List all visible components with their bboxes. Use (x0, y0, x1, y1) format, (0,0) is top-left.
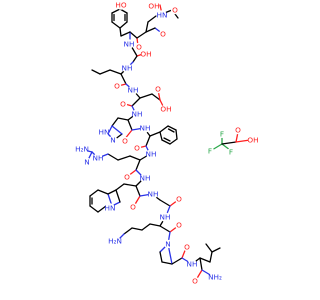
his-ring-nh-label: HN (99, 128, 110, 137)
molecule-structure: HN O OH O HO NH O OH NH O NH O OH O NH (75, 0, 259, 286)
ser2-amide-nh-label: NH (122, 64, 133, 73)
glu-carbonyl-o-label: O (120, 100, 126, 109)
nle-carbonyl-o-label: O (114, 82, 120, 91)
arg-guanidine-nh2-label: H₂N (75, 145, 89, 154)
val-amide-nh-label: NH (187, 260, 198, 269)
acetyl-amide-nh-label: HN (157, 11, 168, 20)
atom-label-layer: HN O OH O HO NH O OH NH O NH O OH O NH (75, 0, 259, 286)
tfa-carbonyl-o-label: O (235, 126, 241, 135)
glu-acid-oh-label: OH (160, 105, 171, 114)
tfa-hydroxyl-label: OH (247, 136, 258, 145)
lys-carbonyl-o-label: O (176, 221, 182, 230)
trp-amide-nh-label: NH (148, 190, 159, 199)
tyr-phenol-oh-label: HO (115, 1, 126, 10)
arg-carbonyl-o-label: O (124, 173, 130, 182)
tfa-f3-label: F (229, 148, 233, 157)
arg-guanidine-nh-label: NH (93, 154, 104, 163)
tyr-amide-nh-label: NH (124, 40, 135, 49)
val-terminal-nh2-label: NH₂ (208, 273, 222, 282)
tfa-f2-label: F (220, 130, 224, 139)
ser1-hydroxyl-label: OH (148, 2, 159, 11)
acetyl-carbonyl-o-label: O (172, 6, 178, 15)
his-amide-nh-label: NH (140, 124, 151, 133)
pro-ring-n-label: N (165, 240, 170, 249)
gly-carbonyl-o-label: O (176, 195, 182, 204)
trp-carbonyl-o-label: O (130, 203, 136, 212)
lys-amine-nh2-label: H₂N (108, 237, 122, 246)
glu-acid-o-label: O (155, 85, 161, 94)
tyr-carbonyl-o-label: O (136, 43, 142, 52)
tfa-f1-label: F (208, 147, 212, 156)
glu-amide-nh-label: NH (132, 110, 143, 119)
trp-indole-nh-label: HN (105, 204, 116, 213)
arg-amide-nh-label: NH (140, 174, 151, 183)
gly-amide-nh-label: NH (160, 213, 171, 222)
ser1-carbonyl-o-label: O (160, 30, 166, 39)
nle-amide-nh-label: NH (128, 86, 139, 95)
phe-amide-nh-label: NH (146, 150, 157, 159)
his-carbonyl-o-label: O (122, 137, 128, 146)
arg-guanidine-n-label: N (84, 158, 89, 167)
pro-carbonyl-o-label: O (184, 243, 190, 252)
val-carbonyl-o-label: O (192, 277, 198, 286)
bond-layer (83, 3, 251, 281)
phe-carbonyl-o-label: O (134, 144, 140, 153)
his-ring-n-label: N (110, 136, 115, 145)
ser2-hydroxyl-label: OH (140, 50, 151, 59)
